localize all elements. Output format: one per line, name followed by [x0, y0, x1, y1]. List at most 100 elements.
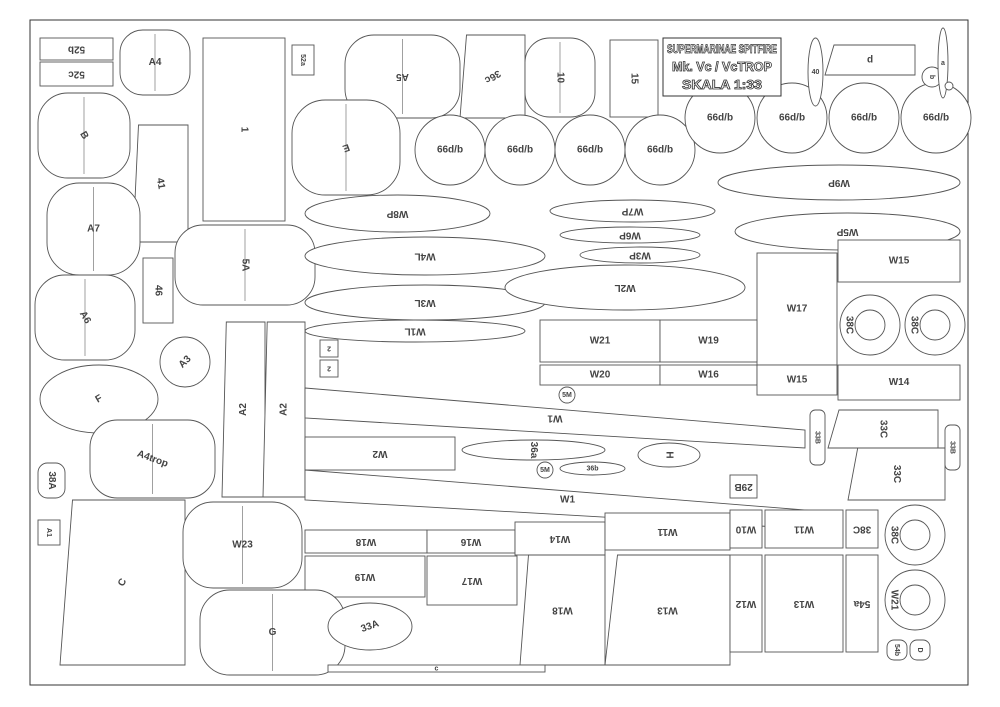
part-outline [37, 462, 66, 499]
part-label: 66d/b [507, 145, 533, 156]
part-inner-circle [899, 584, 931, 616]
part-38: A3 [159, 336, 211, 388]
part-outline [327, 602, 413, 651]
part-outline [845, 509, 879, 549]
part-13: 66d/b [484, 114, 556, 186]
part-2: A4 [119, 29, 191, 96]
title-line-2: Mk. Vc / VcTROP [672, 59, 772, 74]
part-33: W17 [756, 252, 838, 366]
part-outline [142, 257, 174, 324]
part-label: W1 [547, 412, 562, 423]
part-22: W8P [304, 194, 491, 233]
part-78: W17 [426, 555, 518, 606]
part-label: A2 [279, 403, 290, 416]
part-48: W14 [837, 364, 961, 401]
part-label: W1L [404, 325, 425, 336]
part-label: W13 [657, 604, 678, 615]
part-label: W11 [657, 526, 677, 537]
part-label: W12 [735, 598, 756, 609]
part-outline [659, 319, 758, 363]
part-75: 38C [884, 504, 946, 566]
part-outline [39, 61, 114, 87]
part-6: 36c [459, 34, 526, 119]
part-outline [159, 336, 211, 388]
part-label: 52a [299, 54, 306, 66]
part-label: W2 [372, 448, 387, 459]
part-label: 36b [586, 465, 598, 472]
part-label: C [116, 577, 129, 589]
part-18: 66d/b [828, 82, 900, 154]
part-54: 33C [847, 447, 946, 501]
part-label: F [94, 393, 105, 406]
part-outline [579, 246, 701, 264]
part-label: c [435, 665, 439, 672]
part-label: 66d/b [437, 145, 463, 156]
part-outline [764, 554, 844, 653]
part-label: W14 [889, 377, 910, 388]
part-outline [514, 521, 606, 556]
part-outline [319, 339, 339, 358]
part-outline [319, 359, 339, 378]
part-label: 66d/b [851, 113, 877, 124]
part-label: B [77, 130, 90, 142]
part-7: 10 [524, 37, 596, 118]
part-outline [549, 199, 716, 223]
part-outline [609, 39, 659, 118]
part-outline [536, 461, 554, 479]
part-79: W18 [519, 554, 606, 666]
part-label: 38A [46, 471, 57, 489]
part-29: W3P [579, 246, 701, 264]
part-label: 66d/b [647, 145, 673, 156]
part-inner-circle [899, 519, 931, 551]
part-outline [886, 639, 908, 661]
part-label: W19 [354, 571, 375, 582]
part-outline [944, 81, 954, 91]
part-label: 66d/b [707, 113, 733, 124]
part-outline [847, 447, 946, 501]
part-outline [845, 554, 879, 653]
part-3: 1 [202, 37, 286, 222]
part-label: 10 [554, 72, 565, 84]
part-label: 5A [239, 259, 250, 272]
part-outline [559, 226, 701, 244]
part-label: 2 [327, 365, 331, 372]
part-73: W11 [764, 509, 844, 549]
part-45: W20 [539, 364, 661, 386]
part-outline [717, 164, 961, 201]
part-30: A6 [34, 274, 136, 361]
part-label: b [928, 75, 935, 79]
part-outline [637, 442, 701, 468]
part-60: H [637, 442, 701, 468]
part-47: W15 [756, 364, 838, 396]
part-label: 33B [814, 431, 821, 444]
part-51: 5M [558, 386, 576, 404]
part-label: W6P [619, 229, 641, 240]
part-58: W2 [304, 436, 456, 471]
part-label: W19 [698, 336, 719, 347]
part-21: A7 [46, 182, 141, 276]
part-inner-circle [919, 309, 951, 341]
part-label: W21 [888, 590, 899, 611]
part-89: d [824, 44, 916, 76]
part-32: W2L [504, 264, 746, 311]
part-64: 29B [729, 474, 758, 499]
part-0: 52b [39, 37, 114, 61]
part-label: E [341, 141, 351, 154]
part-81: W12 [729, 554, 763, 653]
part-label: 38C [853, 523, 871, 534]
part-42: 2 [319, 359, 339, 378]
part-label: 38C [843, 316, 854, 334]
part-83: 54a [845, 554, 879, 653]
part-label: 1 [238, 127, 249, 133]
part-label: W3P [629, 249, 651, 260]
part-label: 46 [152, 285, 163, 297]
part-14: 66d/b [554, 114, 626, 186]
part-61: 5M [536, 461, 554, 479]
part-outline [539, 319, 661, 363]
part-92: a [937, 27, 949, 99]
part-label: 29B [734, 481, 752, 492]
part-20: W9P [717, 164, 961, 201]
part-outline [824, 44, 916, 76]
